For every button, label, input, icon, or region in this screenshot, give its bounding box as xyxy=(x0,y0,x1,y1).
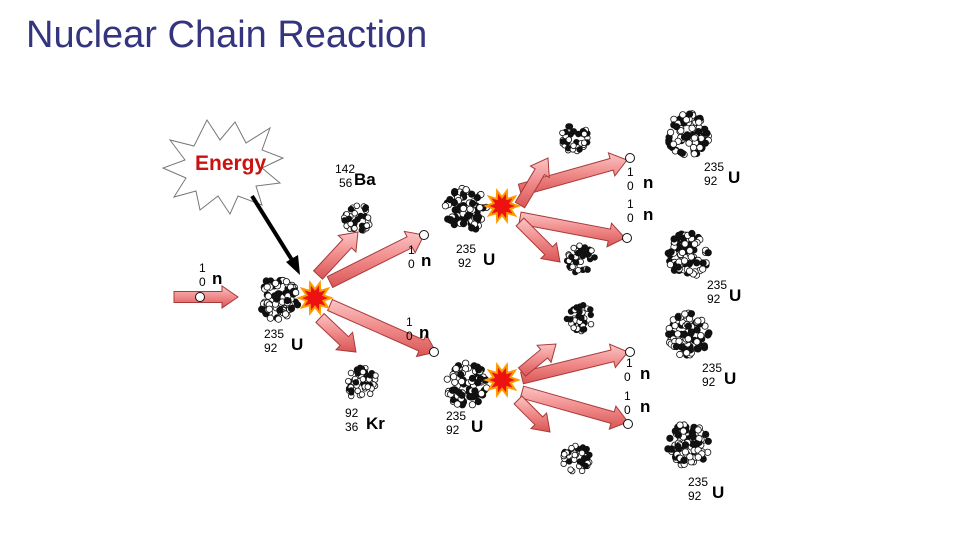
atomic-number: 56 xyxy=(339,176,353,190)
neutron-incoming xyxy=(195,292,205,302)
uranium-nucleus-target-4 xyxy=(664,421,712,469)
barium-nucleus xyxy=(340,202,373,234)
element-symbol: n xyxy=(421,251,432,270)
atomic-number: 92 xyxy=(704,174,718,188)
neutron-group xyxy=(195,153,635,429)
arrow-lower-neutron-1 xyxy=(519,343,629,385)
page-title: Nuclear Chain Reaction xyxy=(26,14,428,56)
fission-flash-initial xyxy=(296,279,334,317)
mass-number: 1 xyxy=(624,389,631,403)
fragment-nucleus-4 xyxy=(560,442,593,475)
energy-label: Energy xyxy=(195,152,267,175)
mass-number: 1 xyxy=(408,243,415,257)
element-symbol: U xyxy=(291,335,304,354)
uranium-nucleus-upper xyxy=(441,184,490,233)
arrow-lower-neutron-2 xyxy=(519,385,629,431)
fragment-nucleus-3 xyxy=(563,302,595,335)
element-symbol: U xyxy=(729,286,742,305)
neutron-target-3 xyxy=(625,347,635,357)
fission-flash-lower xyxy=(483,361,521,399)
element-symbol: n xyxy=(419,323,430,342)
neutron-lower-1 xyxy=(429,347,439,357)
mass-number: 235 xyxy=(264,327,285,341)
arrow-lower-fragment-1 xyxy=(517,343,557,377)
element-symbol: U xyxy=(712,483,725,502)
uranium-nucleus-target-2 xyxy=(664,229,712,279)
atomic-number: 0 xyxy=(408,257,415,271)
atomic-number: 92 xyxy=(707,292,721,306)
mass-number: 235 xyxy=(456,242,477,256)
atomic-number: 0 xyxy=(406,329,413,343)
mass-number: 1 xyxy=(627,165,634,179)
arrow-to-krypton xyxy=(315,312,357,353)
arrow-upper-fragment-2 xyxy=(515,217,561,263)
arrow-upper-neutron-2 xyxy=(518,211,626,248)
element-symbol: Kr xyxy=(366,414,385,433)
atomic-number: 0 xyxy=(624,403,631,417)
element-symbol: n xyxy=(640,364,651,383)
element-symbol: n xyxy=(640,397,651,416)
krypton-nucleus xyxy=(345,364,379,400)
mass-number: 235 xyxy=(702,361,723,375)
mass-number: 235 xyxy=(446,409,467,423)
atomic-number: 0 xyxy=(624,370,631,384)
arrow-to-barium xyxy=(312,231,359,280)
neutron-upper-1 xyxy=(419,230,429,240)
neutron-target-1 xyxy=(625,153,635,163)
mass-number: 1 xyxy=(626,356,633,370)
element-symbol: n xyxy=(643,173,654,192)
neutron-target-4 xyxy=(623,419,633,429)
element-symbol: n xyxy=(643,205,654,224)
nucleus-group xyxy=(258,110,713,475)
arrow-upper-fragment-1 xyxy=(514,157,550,209)
atomic-number: 92 xyxy=(688,489,702,503)
arrow-lower-fragment-2 xyxy=(513,395,551,433)
atomic-number: 92 xyxy=(446,423,460,437)
fission-flash-upper xyxy=(483,187,521,225)
element-symbol: Ba xyxy=(354,170,376,189)
fission-flash-group xyxy=(296,187,521,399)
element-symbol: U xyxy=(483,250,496,269)
arrow-group xyxy=(173,151,629,433)
element-symbol: n xyxy=(212,269,223,288)
atomic-number: 0 xyxy=(627,211,634,225)
arrow-neutron-lower xyxy=(326,298,437,358)
uranium-nucleus-lower xyxy=(443,359,491,409)
mass-number: 142 xyxy=(335,162,356,176)
element-symbol: U xyxy=(728,168,741,187)
energy-pointer-arrow xyxy=(250,194,300,275)
mass-number: 235 xyxy=(688,475,709,489)
mass-number: 92 xyxy=(345,406,359,420)
element-symbol: U xyxy=(724,369,737,388)
atomic-number: 0 xyxy=(627,179,634,193)
atomic-number: 0 xyxy=(199,275,206,289)
incoming-neutron-arrow xyxy=(173,285,239,309)
uranium-nucleus-target-3 xyxy=(665,309,713,359)
fragment-nucleus-1 xyxy=(559,123,591,155)
neutron-target-2 xyxy=(622,233,632,243)
atomic-number: 92 xyxy=(458,256,472,270)
mass-number: 235 xyxy=(704,160,725,174)
mass-number: 1 xyxy=(199,261,206,275)
mass-number: 1 xyxy=(406,315,413,329)
energy-burst xyxy=(161,118,285,216)
fragment-nucleus-2 xyxy=(563,242,598,276)
uranium-nucleus-initial xyxy=(258,276,302,323)
element-symbol: U xyxy=(471,417,484,436)
atomic-number: 92 xyxy=(264,341,278,355)
atomic-number: 36 xyxy=(345,420,359,434)
uranium-nucleus-target-1 xyxy=(665,110,712,159)
arrow-neutron-upper xyxy=(326,230,425,289)
atomic-number: 92 xyxy=(702,375,716,389)
mass-number: 1 xyxy=(627,197,634,211)
mass-number: 235 xyxy=(707,278,728,292)
